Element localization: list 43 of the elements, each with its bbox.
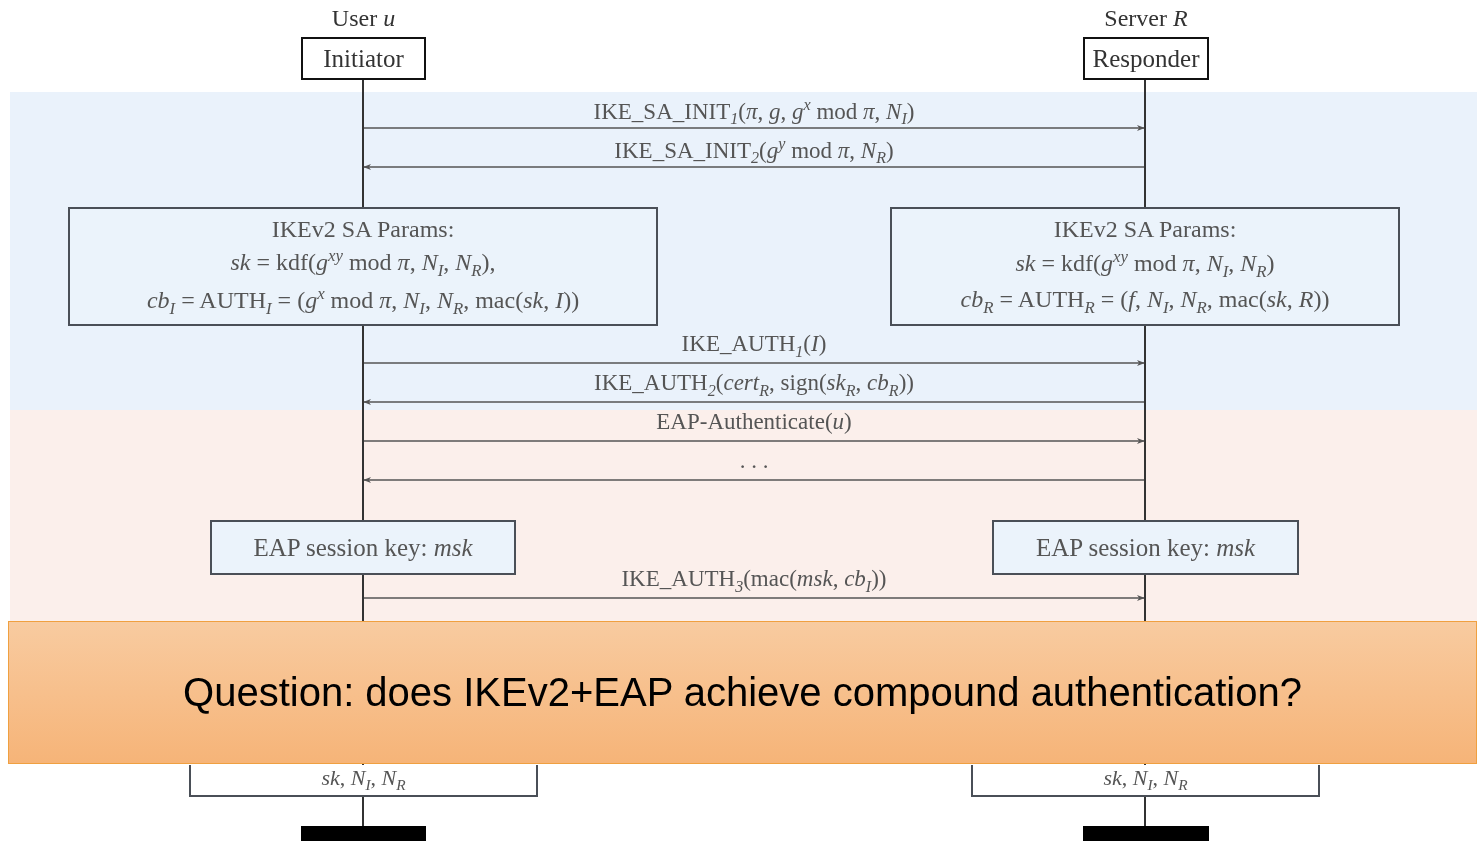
box-heading: IKEv2 SA Params: bbox=[271, 214, 455, 244]
params-box bbox=[189, 765, 538, 797]
message-arrow bbox=[363, 398, 1145, 406]
actor-box: Initiator bbox=[301, 37, 426, 80]
lifeline bbox=[362, 326, 364, 520]
formula-text: sk = kdf(g$^{xy}$ mod π, N$_{I}$, N$_{R}$), bbox=[230, 245, 496, 282]
question-banner: Question: does IKEv2+EAP achieve compound authentication? bbox=[8, 621, 1477, 764]
message-label: IKE_SA_INIT$_{1}$(π, g, g$^{x}$ mod π, N$_{I}$) bbox=[593, 97, 915, 128]
formula-text: cb$_{R}$ = AUTH$_{R}$ = (f, N$_{I}$, N$_{R}$, mac(sk, R)) bbox=[960, 285, 1330, 319]
params-box bbox=[210, 520, 516, 575]
formula-text: cb$_{I}$ = AUTH$_{I}$ = (g$^{x}$ mod π, N$_{I}$, N$_{R}$, mac(sk, I)) bbox=[146, 282, 580, 320]
message-arrow bbox=[363, 476, 1145, 484]
lifeline bbox=[1144, 80, 1146, 207]
message-arrow bbox=[363, 594, 1145, 602]
terminator-bar bbox=[301, 826, 426, 841]
formula-text: sk, N$_{I}$, N$_{R}$ bbox=[1103, 765, 1188, 795]
formula-text: EAP session key: msk bbox=[1035, 532, 1256, 563]
message-arrow bbox=[363, 359, 1145, 367]
params-box bbox=[971, 765, 1320, 797]
message-label: EAP-Authenticate(u) bbox=[656, 410, 852, 433]
message-label: IKE_AUTH$_{2}$(cert$_{R}$, sign(sk$_{R}$, cb$_{R}$)) bbox=[594, 371, 914, 399]
message-arrow bbox=[363, 437, 1145, 445]
formula-text: EAP session key: msk bbox=[253, 532, 473, 563]
message-label: IKE_SA_INIT$_{2}$(g$^{y}$ mod π, N$_{R}$) bbox=[614, 136, 894, 167]
message-label: IKE_AUTH$_{1}$(I) bbox=[681, 332, 827, 360]
box-heading: IKEv2 SA Params: bbox=[1053, 215, 1237, 245]
message-label: IKE_AUTH$_{3}$(mac(msk, cb$_{I}$)) bbox=[621, 567, 887, 595]
lifeline bbox=[1144, 797, 1146, 826]
formula-text: sk, N$_{I}$, N$_{R}$ bbox=[321, 765, 406, 795]
actor-box: Responder bbox=[1083, 37, 1209, 80]
message-arrow bbox=[363, 163, 1145, 171]
actor-label: Server R bbox=[1104, 4, 1188, 33]
lifeline bbox=[362, 797, 364, 826]
lifeline bbox=[1144, 326, 1146, 520]
lifeline bbox=[362, 80, 364, 207]
actor-label: User u bbox=[331, 4, 396, 33]
formula-text: sk = kdf(g$^{xy}$ mod π, N$_{I}$, N$_{R}$) bbox=[1015, 245, 1275, 283]
message-label: . . . bbox=[739, 449, 769, 472]
params-box bbox=[68, 207, 658, 326]
terminator-bar bbox=[1083, 826, 1209, 841]
params-box bbox=[992, 520, 1299, 575]
params-box bbox=[890, 207, 1400, 326]
message-arrow bbox=[363, 124, 1145, 132]
